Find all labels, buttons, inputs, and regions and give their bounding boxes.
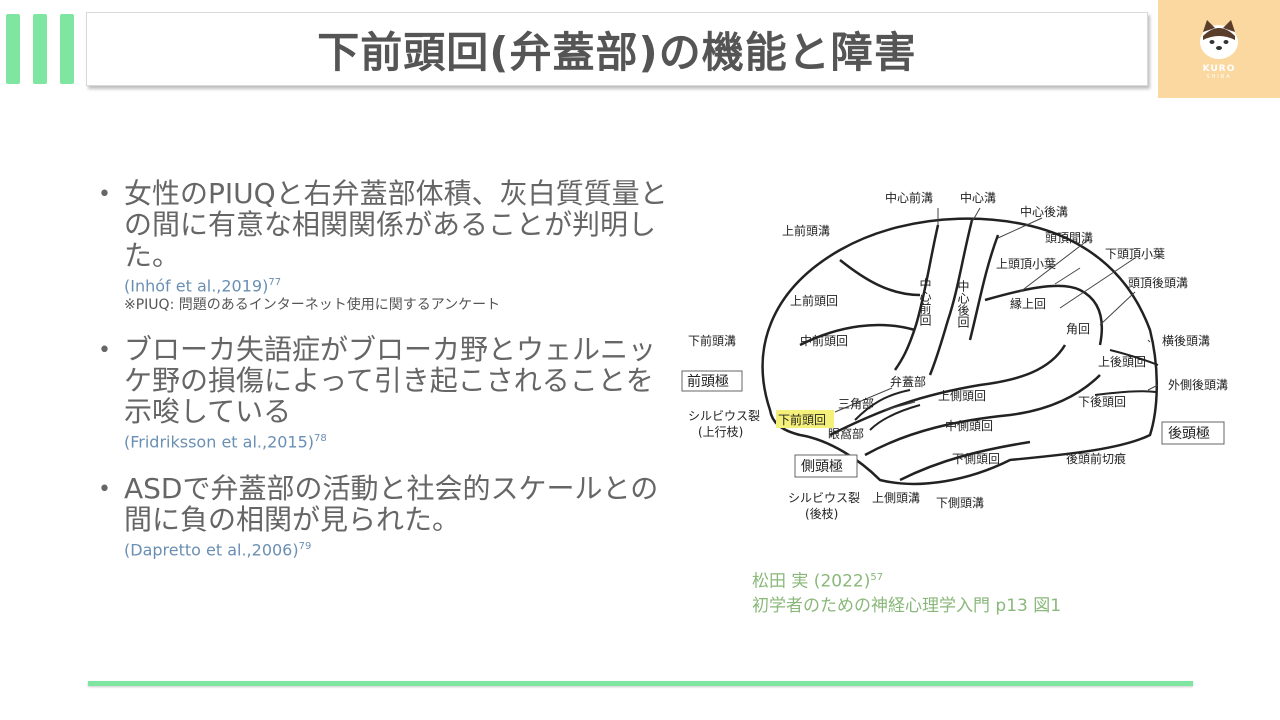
label-preoccipital-notch: 後頭前切痕 xyxy=(1066,451,1126,466)
label-superior-frontal-gyrus: 上前頭回 xyxy=(790,293,838,308)
citation-number: 77 xyxy=(268,277,282,288)
brain-outline xyxy=(761,217,1159,486)
citation-text: (Inhóf et al.,2019) xyxy=(124,276,269,296)
citation: (Dapretto et al.,2006)79 xyxy=(124,537,676,560)
label-supramarginal-gyrus: 縁上回 xyxy=(1010,296,1046,311)
label-posterior-ramus: (後枝) xyxy=(805,506,838,520)
bullet-text: ASDで弁蓋部の活動と社会的スケールとの間に負の相関が見られた。 xyxy=(124,471,659,536)
label-sylvian-fissure-upper: シルビウス裂 xyxy=(688,409,760,423)
caption-ref-number: 57 xyxy=(870,572,884,583)
accent-bar-3 xyxy=(60,14,74,84)
occipital-lines xyxy=(1094,349,1159,396)
caption-source: 松田 実 (2022) xyxy=(752,571,871,592)
label-ascending-ramus: (上行枝) xyxy=(698,424,743,439)
sylvian-fissure xyxy=(829,344,1067,437)
bullet-item-2: • ブローカ失語症がブローカ野とウェルニッケ野の損傷によって引き起こされることを… xyxy=(96,334,676,452)
precentral-sulcus xyxy=(893,224,940,371)
label-central-sulcus: 中心溝 xyxy=(960,190,996,205)
bullet-text: ブローカ失語症がブローカ野とウェルニッケ野の損傷によって引き起こされることを示唆… xyxy=(124,333,657,429)
label-superior-temporal-sulcus: 上側頭溝 xyxy=(872,491,920,505)
label-sylvian-fissure-back: シルビウス裂 xyxy=(788,491,860,505)
figure-caption: 松田 実 (2022)57 初学者のための神経心理学入門 p13 図1 xyxy=(752,566,1061,618)
label-precentral-sulcus: 中心前溝 xyxy=(885,190,933,205)
citation-text: (Fridriksson et al.,2015) xyxy=(124,432,315,452)
accent-bar-1 xyxy=(6,14,20,84)
caption-line-1: 松田 実 (2022)57 xyxy=(752,566,1061,594)
label-superior-temporal-gyrus: 上側頭回 xyxy=(938,389,986,403)
superior-frontal-sulcus xyxy=(839,259,921,297)
label-superior-frontal-sulcus: 上前頭溝 xyxy=(782,223,830,238)
dog-icon xyxy=(1200,20,1238,59)
label-frontal-pole: 前頭極 xyxy=(687,373,729,390)
caption-line-2: 初学者のための神経心理学入門 p13 図1 xyxy=(752,595,1062,616)
citation: (Fridriksson et al.,2015)78 xyxy=(124,429,676,452)
label-pars-opercularis: 弁蓋部 xyxy=(890,374,926,389)
citation-text: (Dapretto et al.,2006) xyxy=(124,539,299,559)
intraparietal-sulcus xyxy=(984,284,1104,346)
label-precentral-gyrus: 中心前回 xyxy=(918,277,932,326)
label-lateral-occipital-sulcus: 外側後頭溝 xyxy=(1168,378,1228,392)
label-occipital-pole: 後頭極 xyxy=(1168,426,1210,442)
page-title: 下前頭回(弁蓋部)の機能と障害 xyxy=(317,27,917,77)
label-precentral-gyrus-vertical: 中心前回 xyxy=(918,277,932,326)
brain-diagram: 中心前溝 中心溝 中心後溝 上前頭溝 頭頂間溝 下頭頂小葉 上頭頂小葉 頭頂後頭… xyxy=(681,190,1228,520)
bullet-item-1: • 女性のPIUQと右弁蓋部体積、灰白質質量との間に有意な相関関係があることが判… xyxy=(96,178,676,314)
highlight-inferior-frontal-gyrus xyxy=(776,410,834,428)
title-box: 下前頭回(弁蓋部)の機能と障害 xyxy=(86,12,1148,86)
citation: (Inhóf et al.,2019)77 xyxy=(124,273,676,296)
accent-bar-2 xyxy=(33,14,47,84)
bullet-list: • 女性のPIUQと右弁蓋部体積、灰白質質量との間に有意な相関関係があることが判… xyxy=(96,178,676,576)
inferior-temporal-sulcus xyxy=(899,440,1031,482)
label-pars-triangularis: 三角部 xyxy=(838,396,874,411)
citation-number: 79 xyxy=(298,540,312,552)
central-sulcus xyxy=(928,219,974,376)
label-angular-gyrus: 角回 xyxy=(1066,322,1090,336)
label-postcentral-sulcus: 中心後溝 xyxy=(1020,204,1068,219)
label-inferior-frontal-gyrus: 下前頭回 xyxy=(778,412,826,427)
logo-name: KURO xyxy=(1202,64,1236,74)
label-pars-orbitalis: 眼窩部 xyxy=(828,426,864,441)
label-inferior-temporal-sulcus: 下側頭溝 xyxy=(936,496,984,510)
label-inferior-occipital-gyrus: 下後頭回 xyxy=(1078,395,1126,409)
bullet-item-3: • ASDで弁蓋部の活動と社会的スケールとの間に負の相関が見られた。 (Dapr… xyxy=(96,473,676,560)
postcentral-sulcus xyxy=(968,234,1000,341)
superior-temporal-sulcus xyxy=(864,374,1101,457)
bottom-divider xyxy=(88,681,1193,686)
bullet-dot-icon: • xyxy=(98,182,111,207)
logo-sub: SHIBA xyxy=(1206,74,1232,80)
bullet-dot-icon: • xyxy=(98,338,111,364)
label-inferior-parietal-lobule: 下頭頂小葉 xyxy=(1105,247,1165,261)
frontal-operculum-lines xyxy=(854,389,921,431)
temporal-pole-box xyxy=(794,454,858,478)
frontal-pole-box xyxy=(681,370,743,392)
label-parieto-occipital-sulcus: 頭頂後頭溝 xyxy=(1128,276,1188,290)
label-temporal-pole: 側頭極 xyxy=(801,459,843,475)
label-middle-temporal-gyrus: 中側頭回 xyxy=(945,418,993,433)
label-intraparietal-sulcus: 頭頂間溝 xyxy=(1045,231,1093,245)
kuroshiba-logo: KURO SHIBA xyxy=(1158,0,1280,98)
label-middle-frontal-gyrus: 中前頭回 xyxy=(800,333,848,348)
inferior-frontal-sulcus xyxy=(799,323,916,347)
leader-lines xyxy=(834,207,1159,413)
label-inferior-temporal-gyrus: 下側頭回 xyxy=(952,452,1000,466)
footnote: ※PIUQ: 問題のあるインターネット使用に関するアンケート xyxy=(124,297,501,314)
label-postcentral-gyrus: 中心後回 xyxy=(956,279,970,328)
occipital-pole-box xyxy=(1161,421,1225,445)
citation-number: 78 xyxy=(314,433,327,445)
label-transverse-occipital-sulcus: 横後頭溝 xyxy=(1162,334,1210,348)
bullet-text: 女性のPIUQと右弁蓋部体積、灰白質質量との間に有意な相関関係があることが判明し… xyxy=(124,177,668,272)
label-postcentral-gyrus-vertical: 中心後回 xyxy=(956,279,970,328)
label-inferior-frontal-sulcus: 下前頭溝 xyxy=(688,333,736,348)
label-superior-occipital-gyrus: 上後頭回 xyxy=(1098,355,1146,369)
label-superior-parietal-lobule: 上頭頂小葉 xyxy=(996,257,1056,271)
bullet-dot-icon: • xyxy=(98,476,111,502)
